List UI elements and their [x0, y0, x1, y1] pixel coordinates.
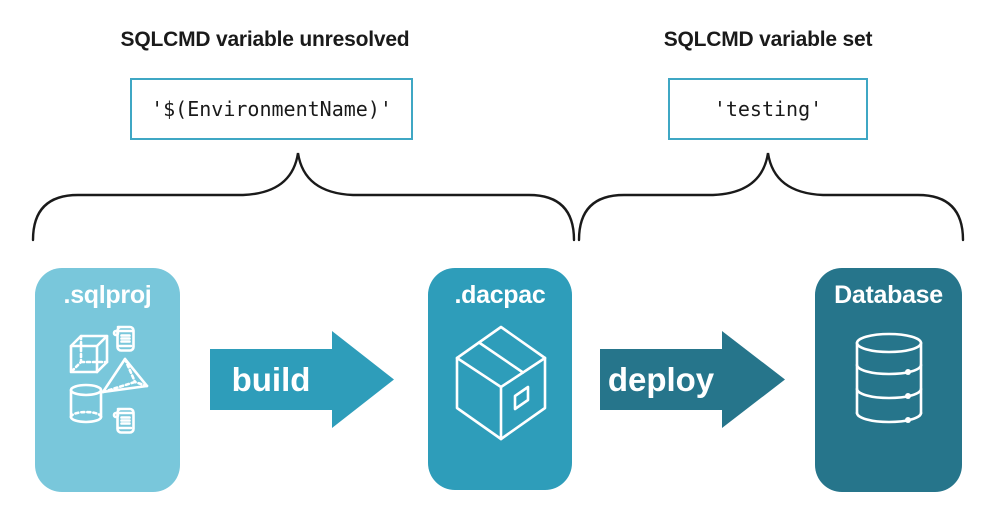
- database-node: Database: [815, 268, 962, 492]
- sql-objects-icon: [69, 325, 149, 434]
- right-brace: [577, 152, 965, 242]
- script-scroll-icon: [112, 407, 135, 434]
- resolved-variable-value: 'testing': [713, 97, 823, 121]
- build-arrow: [210, 331, 394, 428]
- deploy-arrow: [600, 331, 785, 428]
- cylinder-icon: [69, 383, 103, 424]
- unresolved-variable-value: '$(EnvironmentName)': [151, 97, 392, 121]
- dacpac-node-label: .dacpac: [454, 281, 546, 309]
- package-icon: [455, 325, 547, 441]
- dacpac-node: .dacpac: [428, 268, 572, 490]
- unresolved-variable-box: '$(EnvironmentName)': [130, 78, 413, 140]
- right-annotation-title: SQLCMD variable set: [663, 28, 873, 51]
- database-icon: [855, 332, 923, 424]
- deploy-arrow-label: deploy: [607, 361, 715, 398]
- pyramid-icon: [101, 357, 149, 394]
- left-annotation-title: SQLCMD variable unresolved: [120, 28, 410, 51]
- sqlproj-node-label: .sqlproj: [63, 281, 152, 309]
- left-brace: [31, 152, 576, 242]
- script-scroll-icon: [112, 325, 135, 352]
- database-node-label: Database: [834, 281, 943, 309]
- build-arrow-label: build: [231, 361, 311, 398]
- cube-icon: [69, 334, 109, 374]
- resolved-variable-box: 'testing': [668, 78, 868, 140]
- sqlproj-node: .sqlproj: [35, 268, 180, 492]
